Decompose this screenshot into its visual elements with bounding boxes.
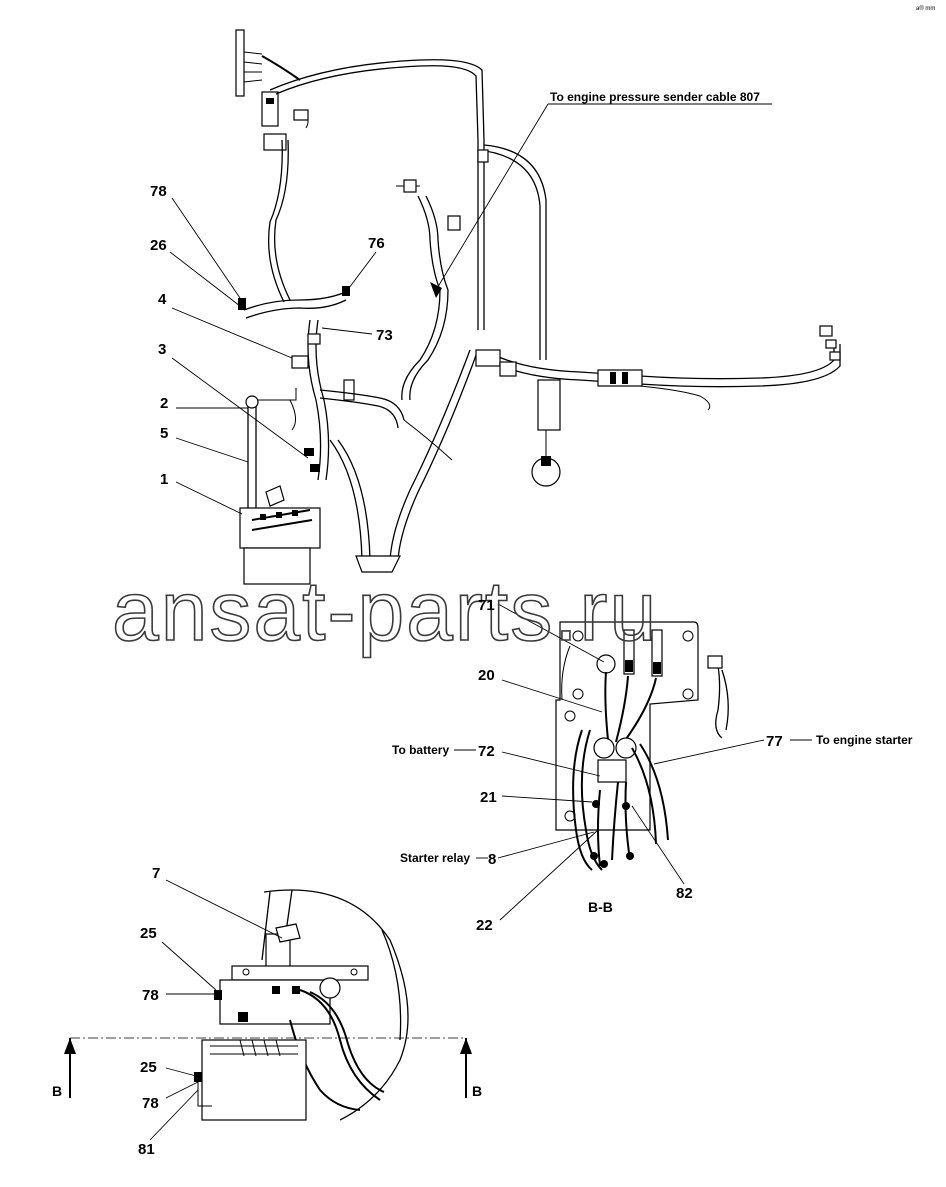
callout-73: 73 [376, 327, 393, 344]
callout-20: 20 [478, 667, 495, 684]
callout-82: 82 [676, 885, 693, 902]
callout-7: 7 [152, 865, 160, 882]
watermark: ansat-parts.ru [112, 564, 658, 658]
callout-71: 71 [478, 597, 495, 614]
callout-4: 4 [158, 291, 167, 308]
upper-leaders [169, 103, 772, 515]
callout-78-upper: 78 [150, 183, 167, 200]
corner-mark: a® mm [916, 5, 935, 12]
callout-72: 72 [478, 743, 495, 760]
note-to-engine-starter: To engine starter [816, 733, 913, 747]
section-marker-left: B [52, 1083, 62, 1099]
note-engine-pressure-sender: To engine pressure sender cable 807 [550, 90, 760, 104]
section-leaders [454, 603, 812, 921]
callout-78-middle: 78 [142, 987, 159, 1004]
callout-22: 22 [476, 917, 493, 934]
callout-78-lower: 78 [142, 1095, 159, 1112]
callout-3: 3 [158, 341, 166, 358]
callout-81: 81 [138, 1141, 155, 1158]
section-view-label: B-B [588, 899, 613, 915]
section-b-b-view [555, 621, 729, 871]
callout-8: 8 [488, 851, 496, 868]
callout-21: 21 [480, 789, 497, 806]
callout-25-lower: 25 [140, 1059, 157, 1076]
callout-5: 5 [160, 425, 168, 442]
callout-2: 2 [160, 395, 168, 412]
callout-26: 26 [150, 237, 167, 254]
callout-76: 76 [368, 235, 385, 252]
upper-harness [235, 29, 841, 585]
callout-77: 77 [766, 733, 783, 750]
section-marker-right: B [472, 1083, 482, 1099]
lower-leaders [149, 879, 283, 1141]
callout-1: 1 [160, 471, 168, 488]
lower-detail-view [64, 889, 472, 1121]
callout-25-upper: 25 [140, 925, 157, 942]
note-to-battery: To battery [392, 743, 449, 757]
note-starter-relay: Starter relay [400, 851, 470, 865]
